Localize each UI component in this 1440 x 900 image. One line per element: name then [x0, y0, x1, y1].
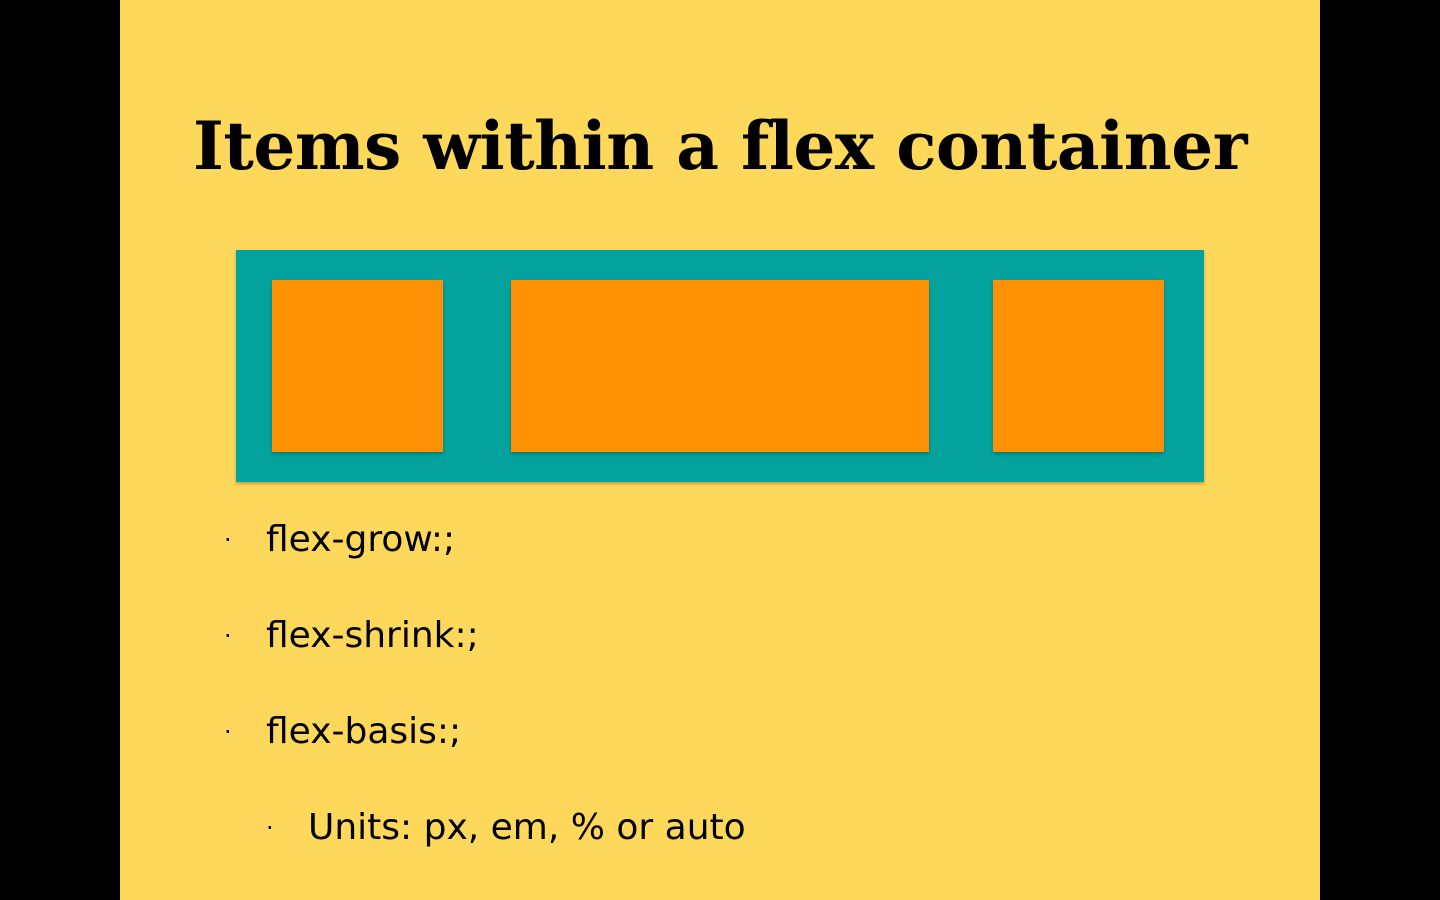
sub-bullet-units: · Units: px, em, % or auto	[266, 806, 746, 850]
flex-item-1	[272, 280, 443, 452]
flex-container-diagram	[236, 250, 1204, 482]
flex-item-2	[511, 280, 929, 452]
flex-item-3	[993, 280, 1164, 452]
slide: Items within a flex container · flex-gro…	[120, 0, 1320, 900]
bullet-text: flex-basis:;	[266, 711, 462, 752]
bullet-marker: ·	[224, 526, 232, 554]
slide-title: Items within a flex container	[192, 107, 1248, 185]
bullet-flex-grow: · flex-grow:;	[224, 518, 456, 562]
bullet-marker: ·	[224, 622, 232, 650]
bullet-marker: ·	[266, 814, 274, 842]
bullet-text: flex-shrink:;	[266, 615, 479, 656]
bullet-text: flex-grow:;	[266, 519, 456, 560]
bullet-marker: ·	[224, 718, 232, 746]
bullet-flex-shrink: · flex-shrink:;	[224, 614, 479, 658]
bullet-flex-basis: · flex-basis:;	[224, 710, 462, 754]
bullet-text: Units: px, em, % or auto	[308, 807, 746, 848]
